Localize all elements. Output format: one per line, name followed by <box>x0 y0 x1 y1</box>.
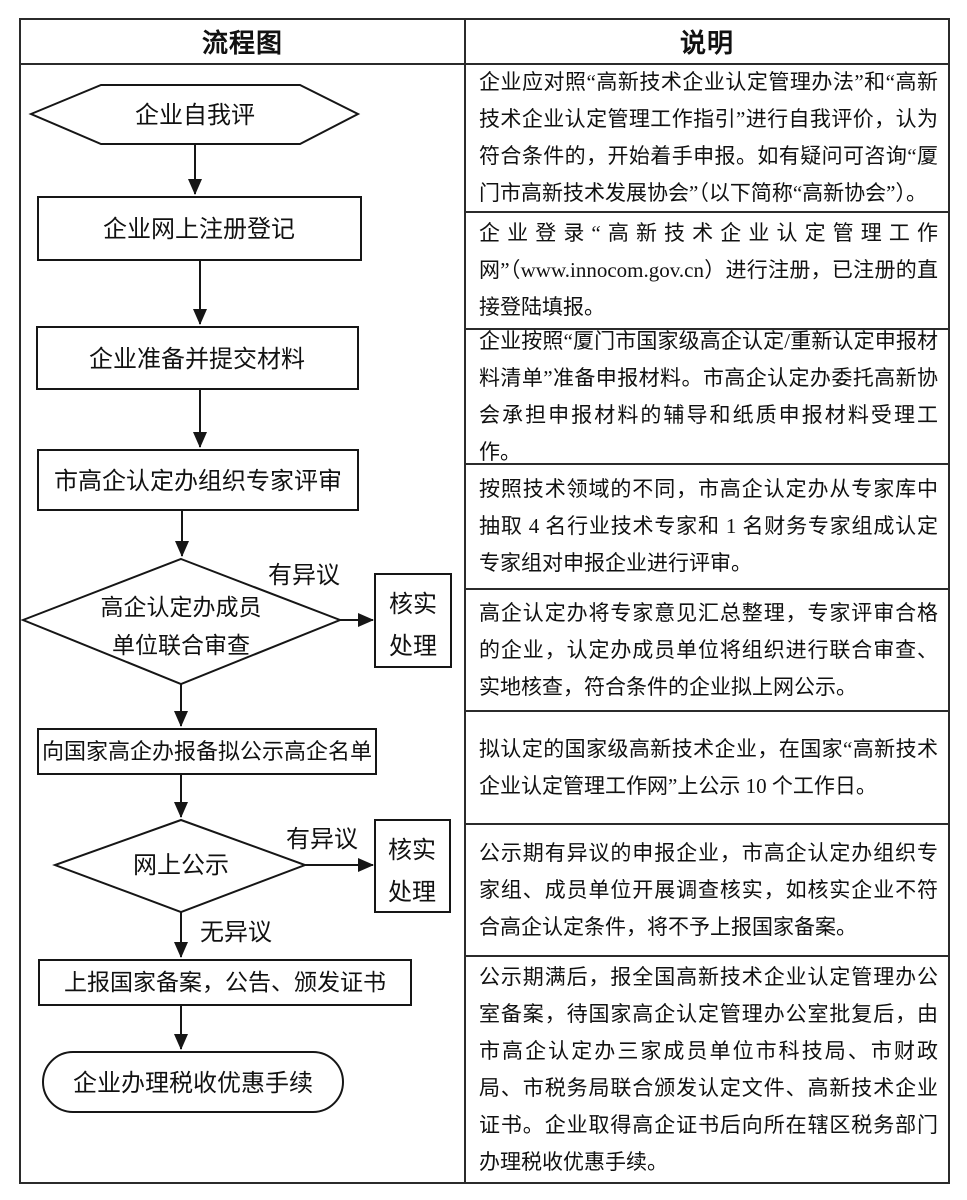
svg-text:企业自我评: 企业自我评 <box>135 102 255 129</box>
description-text-3: 企业按照“厦门市国家级高企认定/重新认定申报材料清单”准备申报材料。市高企认定办… <box>479 330 938 464</box>
svg-text:网上公示: 网上公示 <box>133 852 229 879</box>
description-column: 企业应对照“高新技术企业认定管理办法”和“高新技术企业认定管理工作指引”进行自我… <box>466 65 948 1182</box>
description-text-6: 拟认定的国家级高新技术企业，在国家“高新技术企业认定管理工作网”上公示 10 个… <box>479 736 938 798</box>
svg-text:上报国家备案，公告、颁发证书: 上报国家备案，公告、颁发证书 <box>64 970 386 995</box>
description-row-1: 企业应对照“高新技术企业认定管理办法”和“高新技术企业认定管理工作指引”进行自我… <box>466 65 948 213</box>
node-tax-preference: 企业办理税收优惠手续 <box>42 1051 344 1113</box>
description-row-8: 公示期满后，报全国高新技术企业认定管理办公室备案，待国家高企认定管理办公室批复后… <box>466 957 948 1182</box>
description-row-4: 按照技术领域的不同，市高企认定办从专家库中抽取 4 名行业技术专家和 1 名财务… <box>466 465 948 590</box>
description-text-7: 公示期有异议的申报企业，市高企认定办组织专家组、成员单位开展调查核实，如核实企业… <box>479 840 938 939</box>
svg-text:单位联合审查: 单位联合审查 <box>112 633 250 658</box>
svg-text:处理: 处理 <box>389 633 437 660</box>
edge-label-no-objection: 无异议 <box>200 920 272 946</box>
description-row-3: 企业按照“厦门市国家级高企认定/重新认定申报材料清单”准备申报材料。市高企认定办… <box>466 330 948 465</box>
flowchart-svg: 企业自我评 企业网上注册登记 企业准备并提交材料 市高企认定办组织专家评审 高企 <box>21 84 452 1113</box>
svg-text:核实: 核实 <box>388 837 436 864</box>
node-expert-review: 市高企认定办组织专家评审 <box>37 449 359 511</box>
flow-description-table: 流程图 说明 <box>19 18 950 1184</box>
description-text-1: 企业应对照“高新技术企业认定管理办法”和“高新技术企业认定管理工作指引”进行自我… <box>479 70 938 205</box>
svg-text:向国家高企办报备拟公示高企名单: 向国家高企办报备拟公示高企名单 <box>42 739 372 764</box>
description-text-4: 按照技术领域的不同，市高企认定办从专家库中抽取 4 名行业技术专家和 1 名财务… <box>479 477 938 575</box>
description-row-5: 高企认定办将专家意见汇总整理，专家评审合格的企业，认定办成员单位将组织进行联合审… <box>466 590 948 712</box>
edge-label-objection-1: 有异议 <box>268 562 340 589</box>
description-text-8: 公示期满后，报全国高新技术企业认定管理办公室备案，待国家高企认定管理办公室批复后… <box>479 964 938 1174</box>
node-joint-review-decision: 高企认定办成员 单位联合审查 <box>21 557 343 686</box>
node-verify-handle-1: 核实 处理 <box>374 573 452 668</box>
node-verify-handle-2: 核实 处理 <box>374 819 451 913</box>
node-national-filing: 上报国家备案，公告、颁发证书 <box>38 959 412 1006</box>
svg-text:企业办理税收优惠手续: 企业办理税收优惠手续 <box>73 1070 313 1097</box>
description-text-5: 高企认定办将专家意见汇总整理，专家评审合格的企业，认定办成员单位将组织进行联合审… <box>479 600 938 699</box>
svg-text:市高企认定办组织专家评审: 市高企认定办组织专家评审 <box>54 468 342 495</box>
node-report-publicity-list: 向国家高企办报备拟公示高企名单 <box>37 728 377 775</box>
svg-text:处理: 处理 <box>388 879 436 906</box>
svg-text:高企认定办成员: 高企认定办成员 <box>101 595 262 620</box>
table-header-row: 流程图 说明 <box>21 20 948 65</box>
description-row-2: 企业登录“高新技术企业认定管理工作网”（www.innocom.gov.cn）进… <box>466 213 948 330</box>
node-prepare-materials: 企业准备并提交材料 <box>36 326 359 390</box>
svg-text:企业网上注册登记: 企业网上注册登记 <box>103 216 295 243</box>
svg-text:核实: 核实 <box>389 591 437 618</box>
edge-label-objection-2: 有异议 <box>286 826 358 853</box>
node-online-publicity-decision: 网上公示 <box>52 818 308 914</box>
flowchart-column-header: 流程图 <box>201 29 283 58</box>
description-text-2: 企业登录“高新技术企业认定管理工作网”（www.innocom.gov.cn）进… <box>479 221 938 319</box>
description-column-header: 说明 <box>679 29 734 58</box>
node-self-evaluation: 企业自我评 <box>28 84 361 145</box>
node-online-registration: 企业网上注册登记 <box>37 196 362 261</box>
column-divider <box>464 20 466 1182</box>
description-row-7: 公示期有异议的申报企业，市高企认定办组织专家组、成员单位开展调查核实，如核实企业… <box>466 825 948 957</box>
description-row-6: 拟认定的国家级高新技术企业，在国家“高新技术企业认定管理工作网”上公示 10 个… <box>466 712 948 825</box>
flowchart-cell: 企业自我评 企业网上注册登记 企业准备并提交材料 市高企认定办组织专家评审 高企 <box>21 65 464 1182</box>
svg-text:企业准备并提交材料: 企业准备并提交材料 <box>89 346 305 373</box>
